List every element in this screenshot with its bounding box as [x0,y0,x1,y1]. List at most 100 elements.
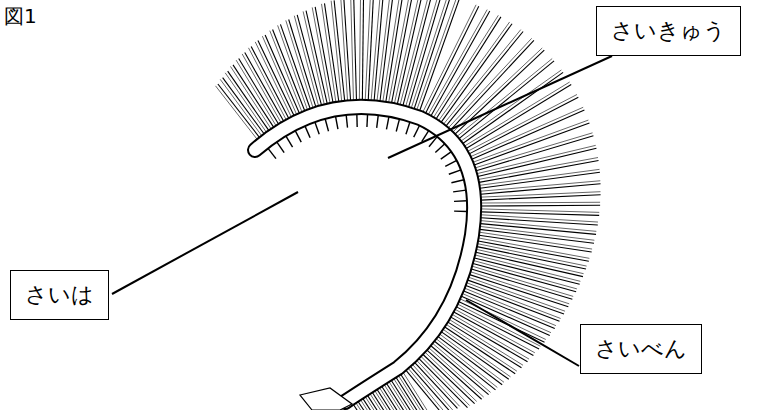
gill-filament [480,181,600,191]
gill-filament [479,232,592,249]
gill-filament [481,212,599,215]
gill-filament [448,38,531,127]
gill-filament [426,6,479,113]
gill-filament [479,235,592,252]
gill-filament [294,16,318,106]
gill-filament [431,11,490,116]
part-name: さいきゅう [611,18,726,44]
gill-raker [441,152,452,160]
gill-raker [454,210,467,212]
gill-filament [480,169,600,185]
gill-filament [476,252,583,276]
gill-filament [417,0,457,109]
gill-filament [365,397,386,410]
leader-line [112,192,298,294]
gill-filament [481,215,598,222]
gill-raker [451,180,464,183]
gill-filament [481,202,600,204]
gill-raker [445,160,457,166]
gill-filament [331,1,342,101]
gill-raker [453,190,466,192]
gill-filament [480,224,596,235]
gill-raker [268,148,276,158]
gill-filament [297,15,321,105]
gill-filament [481,195,601,200]
gill-raker [346,115,347,128]
gill-filament [372,393,395,410]
gill-raker [366,114,368,127]
gill-filament [459,61,554,139]
gill-filament [464,291,555,328]
gill-filament [446,32,523,126]
gill-filament [425,352,477,401]
gill-filament [341,0,348,100]
gill-filament [417,361,460,407]
gill-filament [365,0,370,100]
gill-filament [273,30,305,111]
gill-filament [354,405,373,410]
gill-raker [406,122,410,134]
gill-filament [481,192,601,197]
gill-raker [305,126,310,138]
gill-filament [356,403,375,410]
gill-filament [481,209,599,212]
gill-filament [322,4,336,102]
gill-filament [303,11,324,104]
gill-filament [471,269,572,299]
gill-raker [414,126,420,138]
gill-filament [280,24,310,108]
gill-filament [477,247,586,269]
gill-arch-outline [255,107,474,402]
part-name: さいべん [595,336,687,362]
gill-filament [389,382,416,410]
gill-filament [354,0,357,100]
gill-raker [396,119,399,132]
leader-line [466,300,579,366]
gill-filament [481,218,598,225]
gill-filament [478,158,598,180]
gill-filament [359,0,360,100]
gill-filament [477,145,596,173]
gill-filament [436,17,501,119]
gill-filament [471,107,584,156]
gill-filament [334,0,345,100]
gill-raker [325,119,328,132]
gill-filament [220,79,261,135]
gill-filament [440,334,504,382]
gill-filament [468,95,577,152]
gill-filament [380,0,393,101]
gill-filament [236,60,276,125]
gill-filament [419,359,468,408]
gill-filament [394,379,422,410]
gill-arch-band [255,107,474,402]
gill-raker [377,115,379,128]
figure-number: 図1 [4,3,37,30]
gill-base [300,388,352,410]
gill-filament [474,258,579,284]
leader-line [388,56,612,158]
gill-raker [386,117,388,130]
gill-filament [470,275,569,307]
gill-raker [449,170,461,174]
gill-filament [461,70,561,141]
gill-raker [356,114,358,127]
gill-filament [397,0,422,104]
gill-filament [344,0,351,100]
gill-filament [249,48,287,120]
gill-filament [239,59,279,124]
gill-filament [391,380,419,410]
gill-filament [444,30,521,124]
gill-filament [389,0,410,102]
gill-filament [382,387,408,410]
gill-filament [242,54,281,123]
gill-filament [358,402,378,410]
gill-raker [286,136,293,147]
gill-filament [362,0,363,100]
gill-raker [315,122,319,134]
gill-filament [361,400,381,410]
gill-raker [454,200,467,202]
gill-filament [467,283,561,319]
gill-filament [368,0,373,100]
gill-filament [481,205,600,207]
gill-filament [463,72,563,143]
